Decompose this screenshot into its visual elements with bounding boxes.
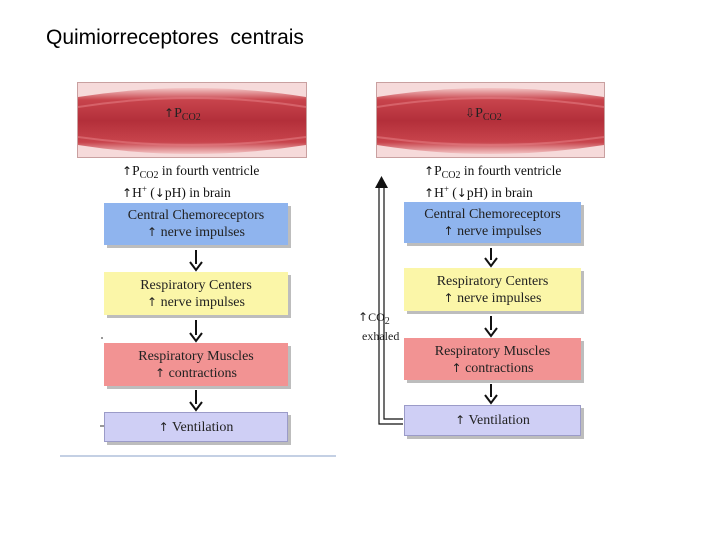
vessel-pco2-label-left: ↑PCO2 <box>164 106 201 123</box>
vessel-pco2-label-right: ⇩PCO2 <box>465 106 502 123</box>
ventilation-box-right: ↑ Ventilation <box>404 405 581 436</box>
condition-pco2-left: ↑PCO2 in fourth ventricle <box>122 163 260 181</box>
flow-arrow-right-3 <box>484 384 498 405</box>
blood-vessel-left <box>77 82 307 158</box>
condition-ph-right: ↑H+ (↓pH) in brain <box>424 184 533 200</box>
ventilation-box-left: ↑ Ventilation <box>104 412 288 442</box>
respiratory-centers-box-left: Respiratory Centers ↑ nerve impulses <box>104 272 288 315</box>
respiratory-centers-box-right: Respiratory Centers ↑ nerve impulses <box>404 268 581 311</box>
flow-arrow-right-1 <box>484 248 498 268</box>
feedback-loop-arrow <box>375 176 403 425</box>
respiratory-muscles-box-left: Respiratory Muscles ↑ contractions <box>104 343 288 386</box>
blood-vessel-right <box>376 82 605 158</box>
flow-arrow-left-2 <box>189 320 203 343</box>
central-chemoreceptors-box-right: Central Chemoreceptors ↑ nerve impulses <box>404 202 581 243</box>
flow-arrow-right-2 <box>484 316 498 338</box>
flow-arrow-left-1 <box>189 250 203 272</box>
page-title: Quimiorreceptores centrais <box>46 26 304 49</box>
flow-arrow-left-3 <box>189 390 203 412</box>
condition-ph-left: ↑H+ (↓pH) in brain <box>122 184 231 200</box>
central-chemoreceptors-box-left: Central Chemoreceptors ↑ nerve impulses <box>104 203 288 245</box>
condition-pco2-right: ↑PCO2 in fourth ventricle <box>424 163 562 181</box>
respiratory-muscles-box-right: Respiratory Muscles ↑ contractions <box>404 338 581 380</box>
co2-exhaled-label: ↑CO2 exhaled <box>358 310 400 343</box>
